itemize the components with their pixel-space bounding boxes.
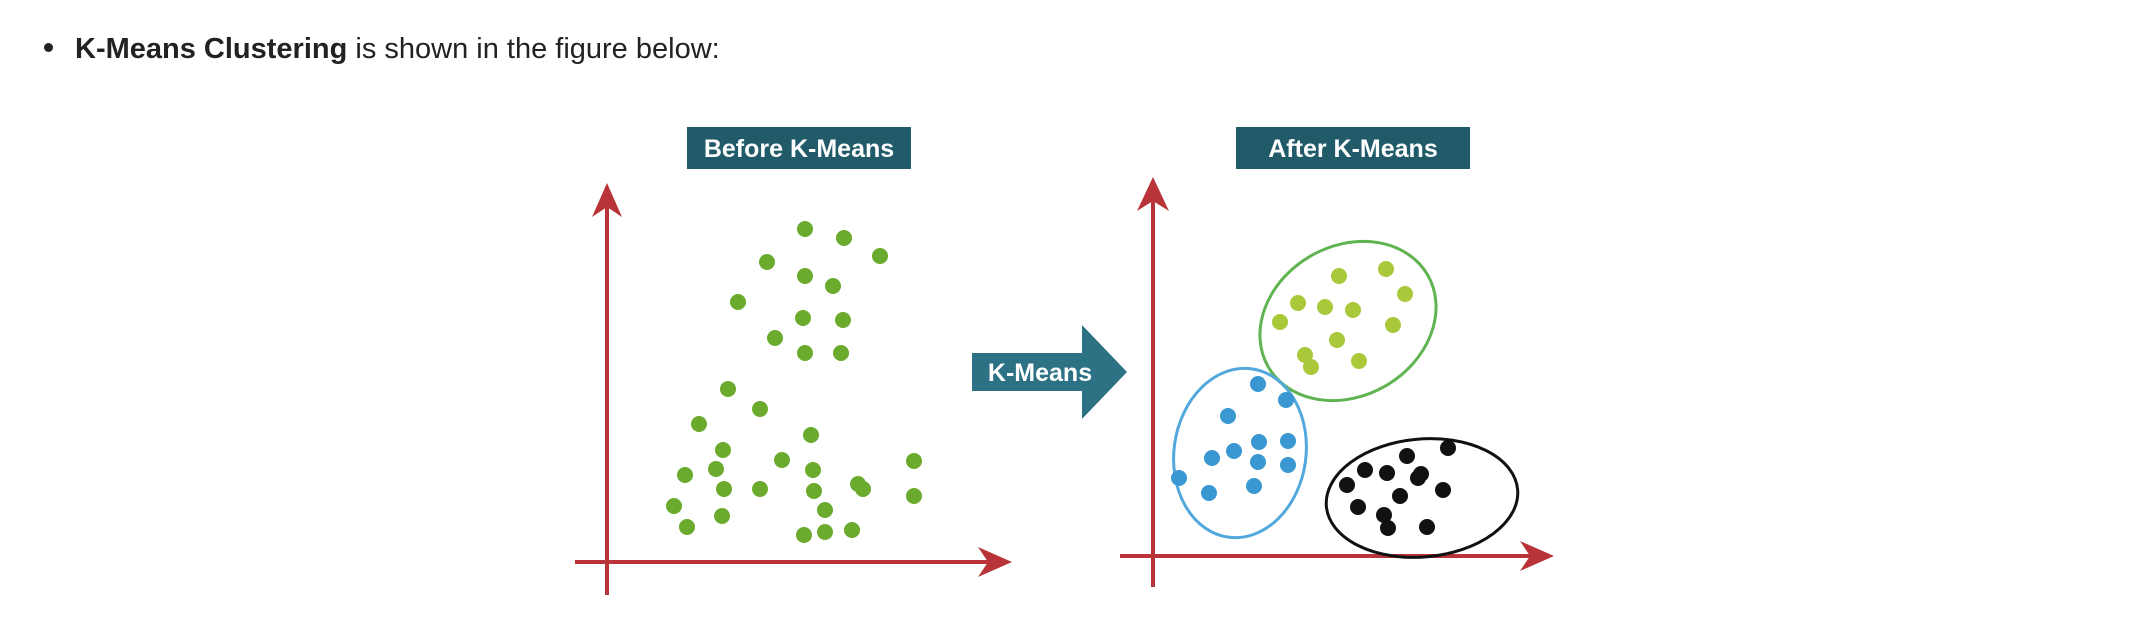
- data-point-blue: [1220, 408, 1236, 424]
- data-point-green: [806, 483, 822, 499]
- data-point-black: [1357, 462, 1373, 478]
- before-label-box: [687, 127, 911, 169]
- data-point-blue: [1204, 450, 1220, 466]
- after-label-box: [1236, 127, 1470, 169]
- after-points: [1171, 261, 1456, 536]
- after-y-axis-arrowhead: [1137, 177, 1169, 211]
- bullet-rest-text: is shown in the figure below:: [347, 33, 720, 65]
- data-point-green: [691, 416, 707, 432]
- kmeans-arrow-shape: [972, 325, 1127, 419]
- data-point-blue: [1251, 434, 1267, 450]
- before-panel: Before K-Means: [575, 127, 1012, 595]
- data-point-green: [759, 254, 775, 270]
- data-point-green: [677, 467, 693, 483]
- data-point-blue: [1201, 485, 1217, 501]
- data-point-blue: [1280, 433, 1296, 449]
- data-point-lime: [1378, 261, 1394, 277]
- data-point-green: [850, 476, 866, 492]
- bullet-marker: [44, 42, 53, 52]
- data-point-black: [1350, 499, 1366, 515]
- data-point-green: [833, 345, 849, 361]
- data-point-black: [1419, 519, 1435, 535]
- data-point-lime: [1345, 302, 1361, 318]
- before-x-axis-arrowhead: [978, 547, 1012, 577]
- data-point-black: [1376, 507, 1392, 523]
- data-point-lime: [1331, 268, 1347, 284]
- before-y-axis-arrowhead: [592, 183, 622, 217]
- data-point-lime: [1303, 359, 1319, 375]
- data-point-green: [835, 312, 851, 328]
- kmeans-arrow: K-Means: [972, 325, 1127, 419]
- data-point-green: [796, 527, 812, 543]
- data-point-green: [797, 345, 813, 361]
- data-point-black: [1410, 470, 1426, 486]
- data-point-blue: [1278, 392, 1294, 408]
- kmeans-arrow-label: K-Means: [988, 359, 1092, 387]
- data-point-green: [730, 294, 746, 310]
- after-label: After K-Means: [1268, 135, 1437, 163]
- data-point-green: [805, 462, 821, 478]
- cluster-ellipse-blue: [1172, 366, 1308, 540]
- data-point-blue: [1250, 376, 1266, 392]
- data-point-green: [708, 461, 724, 477]
- data-point-green: [774, 452, 790, 468]
- data-point-blue: [1171, 470, 1187, 486]
- data-point-black: [1392, 488, 1408, 504]
- data-point-green: [817, 502, 833, 518]
- data-point-green: [715, 442, 731, 458]
- data-point-green: [752, 481, 768, 497]
- data-point-blue: [1246, 478, 1262, 494]
- data-point-green: [906, 488, 922, 504]
- data-point-lime: [1290, 295, 1306, 311]
- data-point-green: [797, 268, 813, 284]
- data-point-green: [825, 278, 841, 294]
- data-point-green: [797, 221, 813, 237]
- data-point-green: [679, 519, 695, 535]
- kmeans-diagram: Before K-Means K-Means After K-Means: [575, 127, 1554, 595]
- cluster-ellipse-green: [1258, 239, 1438, 403]
- data-point-black: [1399, 448, 1415, 464]
- data-point-green: [803, 427, 819, 443]
- bullet-item: K-Means Clustering is shown in the figur…: [44, 26, 720, 72]
- data-point-blue: [1280, 457, 1296, 473]
- data-point-blue: [1226, 443, 1242, 459]
- data-point-black: [1380, 520, 1396, 536]
- data-point-lime: [1317, 299, 1333, 315]
- before-label: Before K-Means: [704, 135, 894, 163]
- data-point-black: [1435, 482, 1451, 498]
- data-point-lime: [1272, 314, 1288, 330]
- data-point-lime: [1329, 332, 1345, 348]
- data-point-green: [666, 498, 682, 514]
- data-point-lime: [1397, 286, 1413, 302]
- data-point-green: [817, 524, 833, 540]
- data-point-green: [795, 310, 811, 326]
- data-point-green: [767, 330, 783, 346]
- data-point-green: [714, 508, 730, 524]
- before-points: [666, 221, 922, 543]
- after-panel: After K-Means: [1120, 127, 1554, 587]
- data-point-lime: [1385, 317, 1401, 333]
- data-point-black: [1339, 477, 1355, 493]
- data-point-green: [906, 453, 922, 469]
- data-point-blue: [1250, 454, 1266, 470]
- bullet-bold-text: K-Means Clustering: [75, 33, 348, 65]
- data-point-black: [1440, 440, 1456, 456]
- data-point-lime: [1351, 353, 1367, 369]
- data-point-green: [720, 381, 736, 397]
- cluster-ellipse-black: [1324, 437, 1520, 559]
- data-point-lime: [1297, 347, 1313, 363]
- data-point-green: [716, 481, 732, 497]
- data-point-green: [752, 401, 768, 417]
- data-point-green: [872, 248, 888, 264]
- after-x-axis-arrowhead: [1520, 541, 1554, 571]
- data-point-black: [1379, 465, 1395, 481]
- data-point-green: [836, 230, 852, 246]
- data-point-green: [844, 522, 860, 538]
- kmeans-figure: Before K-Means K-Means After K-Means: [560, 115, 1580, 605]
